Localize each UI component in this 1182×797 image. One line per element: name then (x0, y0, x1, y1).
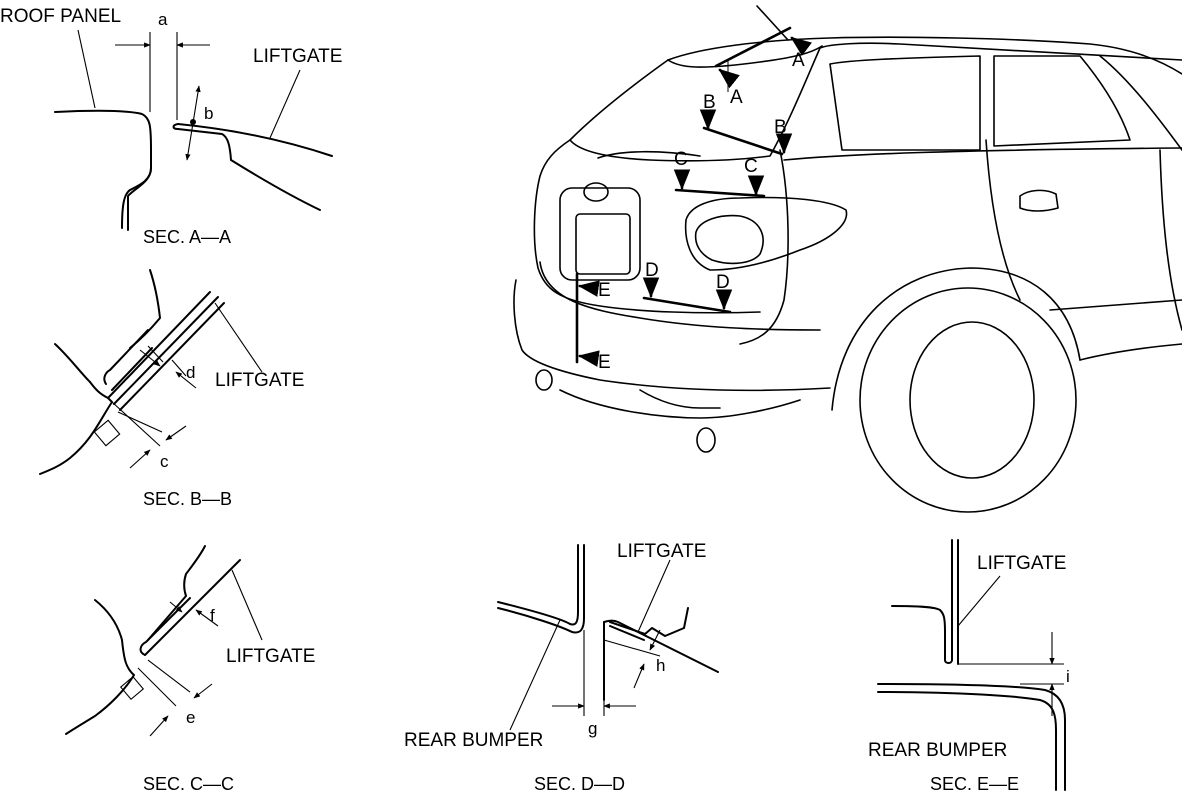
cut-label-b-2: B (774, 117, 787, 138)
brand-emblem (583, 182, 609, 202)
dim-a-label: a (158, 10, 168, 29)
cut-label-d-1: D (645, 260, 659, 281)
section-dd-title: SEC. D—D (534, 774, 625, 794)
section-b-b: LIFTGATE d c SEC. B—B (39, 269, 304, 509)
rear-bumper-ee (877, 683, 1066, 791)
liftgate-label-dd: LIFTGATE (617, 541, 706, 562)
rear-window (569, 47, 821, 162)
cut-line-b (702, 126, 784, 156)
liftgate-label-aa: LIFTGATE (253, 46, 342, 67)
section-e-e: LIFTGATE REAR BUMPER i SEC. E—E (868, 539, 1070, 794)
cut-line-d (642, 296, 732, 314)
body-panel-cc (65, 599, 135, 735)
roof-panel-outline (54, 109, 152, 229)
liftgate-leader-bb (214, 302, 263, 373)
liftgate-label-cc: LIFTGATE (226, 646, 315, 667)
liftgate-ee (891, 539, 953, 664)
wheel-rim (909, 321, 1035, 479)
dim-d-label: d (186, 363, 195, 382)
liftgate-inner-aa (177, 128, 321, 211)
dim-g-label: g (588, 719, 597, 738)
roof-panel-leader (77, 29, 96, 109)
liftgate-leader-aa (269, 69, 301, 139)
liftgate-label-ee: LIFTGATE (977, 553, 1066, 574)
rear-tire (859, 287, 1077, 513)
liftgate-inner-bb (129, 269, 161, 349)
dim-e-label: e (186, 708, 195, 727)
belt-line (783, 147, 1182, 161)
weatherstrip-cc (119, 675, 145, 701)
cut-label-e-1: E (598, 280, 611, 301)
vehicle-rear-view: A A B B C C D D E E (513, 5, 1182, 513)
quarter-window (829, 55, 981, 151)
liftgate-leader-ee (957, 575, 1001, 627)
roof-panel-inner (127, 167, 152, 231)
section-cc-title: SEC. C—C (143, 774, 234, 794)
liftgate-inner-cc (147, 545, 206, 641)
exhaust-left (535, 369, 553, 391)
liftgate-body (533, 139, 761, 314)
rear-door-window (993, 55, 1131, 147)
rear-bumper-label-dd: REAR BUMPER (404, 730, 543, 751)
liftgate-leader-cc (231, 569, 263, 641)
section-aa-title: SEC. A—A (143, 227, 231, 247)
vehicle-roof (667, 36, 1182, 75)
weatherstrip-bb (93, 419, 121, 447)
body-panel-bb (39, 343, 113, 475)
cut-label-b-1: B (703, 92, 716, 113)
rear-bumper-label-ee: REAR BUMPER (868, 740, 1007, 761)
liftgate-leader-dd (637, 559, 671, 633)
liftgate-label-bb: LIFTGATE (215, 370, 304, 391)
cut-label-a-1: A (730, 87, 743, 108)
liftgate-hem-aa (172, 123, 179, 130)
dim-f-label: f (210, 606, 215, 625)
roof-panel-label: ROOF PANEL (0, 6, 121, 27)
liftgate-outer-bb (119, 302, 225, 411)
cut-line-a (714, 26, 792, 68)
dim-c-label: c (160, 452, 169, 471)
cut-label-a-2: A (792, 50, 805, 71)
section-ee-title: SEC. E—E (930, 774, 1019, 794)
section-d-d: LIFTGATE REAR BUMPER h g SEC. D—D (404, 541, 719, 794)
antenna (756, 5, 789, 41)
cut-line-c (674, 188, 766, 198)
rear-bumper-right-dd (603, 619, 719, 673)
liftgate-outer-cc (144, 559, 241, 656)
cut-label-e-2: E (598, 352, 611, 373)
dim-i-label: i (1066, 667, 1070, 686)
door-seam (985, 139, 1021, 301)
section-c-c: LIFTGATE f e SEC. C—C (65, 545, 315, 794)
cut-label-d-2: D (716, 272, 730, 293)
dim-b-label: b (204, 104, 213, 123)
rear-bumper-left-dd (497, 544, 579, 626)
liftgate-outer-aa (177, 123, 333, 157)
rear-bumper-car (513, 279, 831, 392)
section-a-a: ROOF PANEL LIFTGATE a b SEC. A—A (0, 6, 342, 247)
cut-label-c-1: C (674, 149, 688, 170)
door-handle (1019, 189, 1059, 212)
tail-lamp (684, 196, 848, 271)
license-plate-recess (559, 187, 641, 281)
rear-bumper-leader-dd (509, 619, 561, 731)
cut-label-c-2: C (744, 156, 758, 177)
rear-wiper (597, 150, 701, 159)
section-bb-title: SEC. B—B (143, 489, 232, 509)
exhaust-right (696, 427, 716, 453)
license-plate (575, 213, 631, 275)
dim-h-label: h (656, 656, 665, 675)
